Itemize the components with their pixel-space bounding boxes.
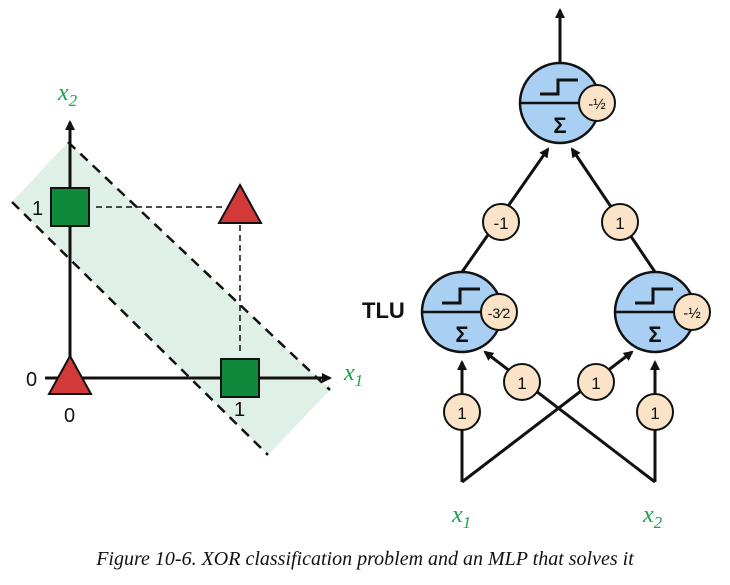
sum-symbol: Σ [455, 322, 468, 347]
y-axis-label: x2 [57, 80, 78, 110]
x-axis-label: x1 [343, 360, 363, 390]
figure-caption: Figure 10-6. XOR classification problem … [95, 548, 634, 570]
output-bias: -½ [588, 96, 606, 113]
weight-x1-left: 1 [443, 393, 481, 431]
svg-text:1: 1 [591, 374, 600, 393]
weight-x2-left: 1 [503, 363, 541, 401]
hidden-left-bias: -3⁄2 [488, 305, 511, 321]
hidden-right-bias: -½ [683, 305, 701, 322]
data-point-triangle [217, 182, 263, 224]
hidden-neuron-left: Σ -3⁄2 [420, 270, 518, 354]
data-point-square [220, 358, 260, 398]
svg-text:1: 1 [650, 404, 659, 423]
data-point-square [50, 187, 90, 227]
mlp-diagram: Σ -½ Σ -3⁄2 Σ -½ TLU -1 [362, 8, 711, 532]
hidden-left-bias-circle [480, 293, 518, 331]
sum-symbol: Σ [648, 322, 661, 347]
svg-text:1: 1 [517, 374, 526, 393]
tlu-label: TLU [362, 298, 405, 323]
svg-text:-1: -1 [493, 214, 508, 233]
input-x1-label: x1 [451, 502, 471, 532]
x-tick-label-0: 0 [64, 405, 75, 427]
weight-x1-right: 1 [577, 363, 615, 401]
svg-text:1: 1 [457, 404, 466, 423]
svg-text:1: 1 [615, 214, 624, 233]
weight-out-left: -1 [482, 203, 520, 241]
y-tick-label-1: 1 [32, 198, 43, 220]
xor-plot: x2 x1 1 0 0 1 [11, 80, 363, 456]
band-edge-upper [67, 141, 331, 391]
plot-points [47, 182, 263, 398]
y-tick-label-0: 0 [26, 369, 37, 391]
x-tick-label-1: 1 [234, 399, 245, 421]
weight-out-right: 1 [601, 203, 639, 241]
step-function-icon [540, 78, 578, 96]
band-edge-lower [11, 201, 269, 456]
hidden-right-bias-circle [673, 293, 711, 331]
input-x2-label: x2 [642, 502, 663, 532]
sum-symbol: Σ [553, 113, 566, 138]
data-point-triangle [47, 353, 93, 395]
step-function-icon [442, 287, 480, 305]
hidden-neuron-right: Σ -½ [613, 270, 711, 354]
output-bias-circle [578, 84, 616, 122]
step-function-icon [635, 287, 673, 305]
weight-x2-right: 1 [636, 393, 674, 431]
output-neuron: Σ -½ [518, 61, 616, 145]
